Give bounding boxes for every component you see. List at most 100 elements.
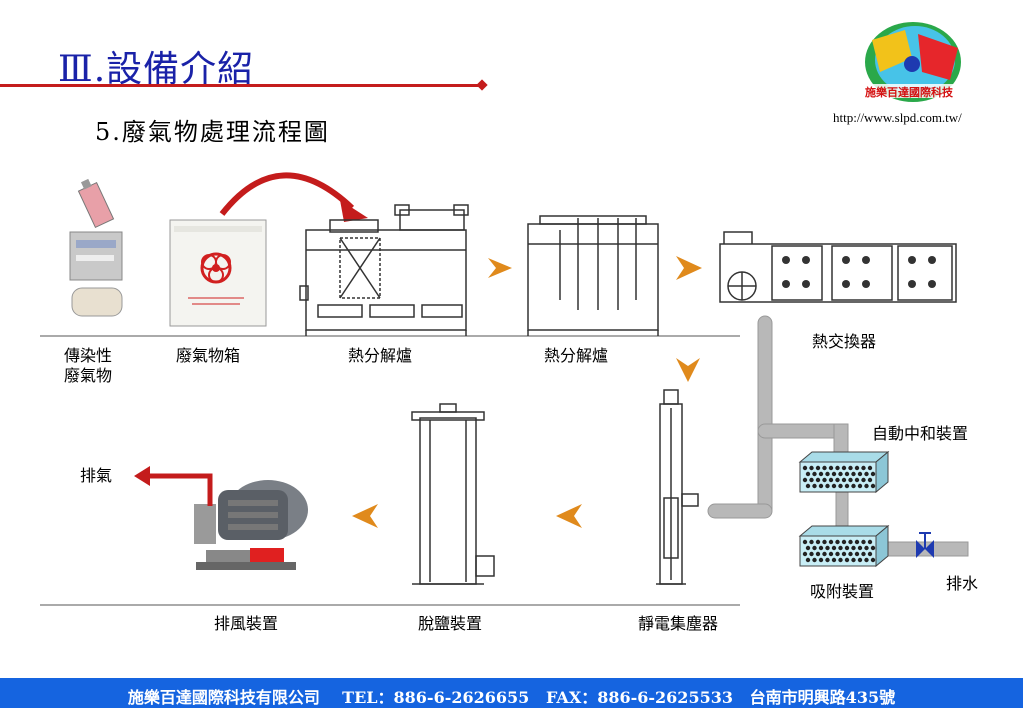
- infectious-waste-image: [69, 178, 123, 317]
- media-dot: [867, 465, 873, 471]
- media-dot: [812, 471, 817, 477]
- media-dot: [805, 557, 811, 563]
- flow-arrow-3: [676, 358, 700, 382]
- label-adsorption: 吸附裝置: [810, 582, 875, 601]
- label-waste-box: 廢氣物箱: [176, 346, 241, 365]
- media-dot: [828, 465, 834, 471]
- media-dot: [870, 557, 876, 563]
- media-dot: [825, 545, 830, 551]
- media-dot: [815, 539, 821, 545]
- diagram-title: 5.廢氣物處理流程圖: [95, 118, 330, 146]
- media-dot: [822, 465, 827, 471]
- media-dot: [815, 465, 821, 471]
- waste-box-image: [169, 219, 267, 327]
- media-dot: [867, 477, 873, 483]
- media-dot: [835, 477, 840, 483]
- label-desalination: 脫鹽裝置: [418, 614, 483, 633]
- media-dot: [825, 483, 830, 489]
- media-dot: [854, 539, 860, 545]
- media-dot: [805, 483, 811, 489]
- media-dot: [831, 483, 837, 489]
- media-dot: [848, 551, 853, 557]
- media-dot: [851, 557, 856, 563]
- label-pyrolysis-furnace-2: 熱分解爐: [544, 346, 609, 365]
- label-heat-exchanger: 熱交換器: [812, 332, 877, 351]
- media-dot: [864, 557, 869, 563]
- label-auto-neutralizer: 自動中和裝置: [872, 424, 969, 443]
- media-dot: [809, 539, 814, 545]
- website-link[interactable]: http://www.slpd.com.tw/: [833, 110, 962, 125]
- media-dot: [841, 551, 847, 557]
- media-dot: [861, 465, 866, 471]
- media-dot: [844, 471, 850, 477]
- media-dot: [844, 545, 850, 551]
- media-dot: [828, 551, 834, 557]
- media-dot: [815, 551, 821, 557]
- media-dot: [802, 477, 808, 483]
- title-underline: [0, 84, 482, 87]
- flow-arrow-1: [488, 258, 512, 278]
- media-dot: [809, 477, 814, 483]
- media-dot: [857, 557, 863, 563]
- media-dot: [848, 465, 853, 471]
- heat-exchanger-image: [719, 231, 957, 303]
- media-dot: [838, 545, 843, 551]
- media-dot: [822, 539, 827, 545]
- media-dot: [844, 557, 850, 563]
- media-dot: [831, 471, 837, 477]
- media-dot: [870, 471, 876, 477]
- media-dot: [809, 551, 814, 557]
- media-dot: [848, 477, 853, 483]
- flow-arrow-5: [352, 504, 378, 528]
- media-dot: [841, 539, 847, 545]
- media-dot: [835, 465, 840, 471]
- feed-arrow-head: [340, 200, 368, 222]
- media-dot: [818, 557, 824, 563]
- media-dot: [828, 477, 834, 483]
- flow-arrow-2: [676, 256, 702, 280]
- media-dot: [818, 483, 824, 489]
- media-dot: [851, 483, 856, 489]
- label-drain: 排水: [946, 574, 979, 593]
- media-dot: [861, 477, 866, 483]
- media-dot: [864, 545, 869, 551]
- media-dot: [805, 471, 811, 477]
- label-electrostatic-precipitator: 靜電集塵器: [638, 614, 719, 633]
- media-dot: [838, 557, 843, 563]
- feed-arrow: [219, 172, 355, 216]
- footer-bar: [0, 678, 1023, 708]
- media-dot: [802, 551, 808, 557]
- media-dot: [812, 483, 817, 489]
- media-dot: [802, 465, 808, 471]
- media-dot: [854, 477, 860, 483]
- media-dot: [851, 471, 856, 477]
- footer-contact: 施樂百達國際科技有限公司 TEL：886-6-2626655 FAX：886-6…: [127, 688, 896, 707]
- media-dot: [854, 551, 860, 557]
- media-dot: [867, 539, 873, 545]
- media-dot: [838, 483, 843, 489]
- drain-valve-icon: [916, 532, 934, 558]
- media-dot: [825, 557, 830, 563]
- media-dot: [835, 551, 840, 557]
- media-dot: [857, 483, 863, 489]
- media-dot: [805, 545, 811, 551]
- media-dot: [861, 539, 866, 545]
- pyrolysis-furnace-2-image: [527, 215, 659, 336]
- media-dot: [870, 483, 876, 489]
- media-dot: [812, 557, 817, 563]
- media-dot: [841, 477, 847, 483]
- media-dot: [822, 477, 827, 483]
- media-dot: [818, 471, 824, 477]
- media-dot: [864, 471, 869, 477]
- media-dot: [867, 551, 873, 557]
- media-dot: [822, 551, 827, 557]
- media-dot: [831, 545, 837, 551]
- exhaust-arrow: [144, 473, 213, 506]
- media-dot: [818, 545, 824, 551]
- media-dot: [815, 477, 821, 483]
- media-dot: [828, 539, 834, 545]
- media-dot: [844, 483, 850, 489]
- label-pyrolysis-furnace-1: 熱分解爐: [348, 346, 413, 365]
- media-dot: [812, 545, 817, 551]
- media-dot: [841, 465, 847, 471]
